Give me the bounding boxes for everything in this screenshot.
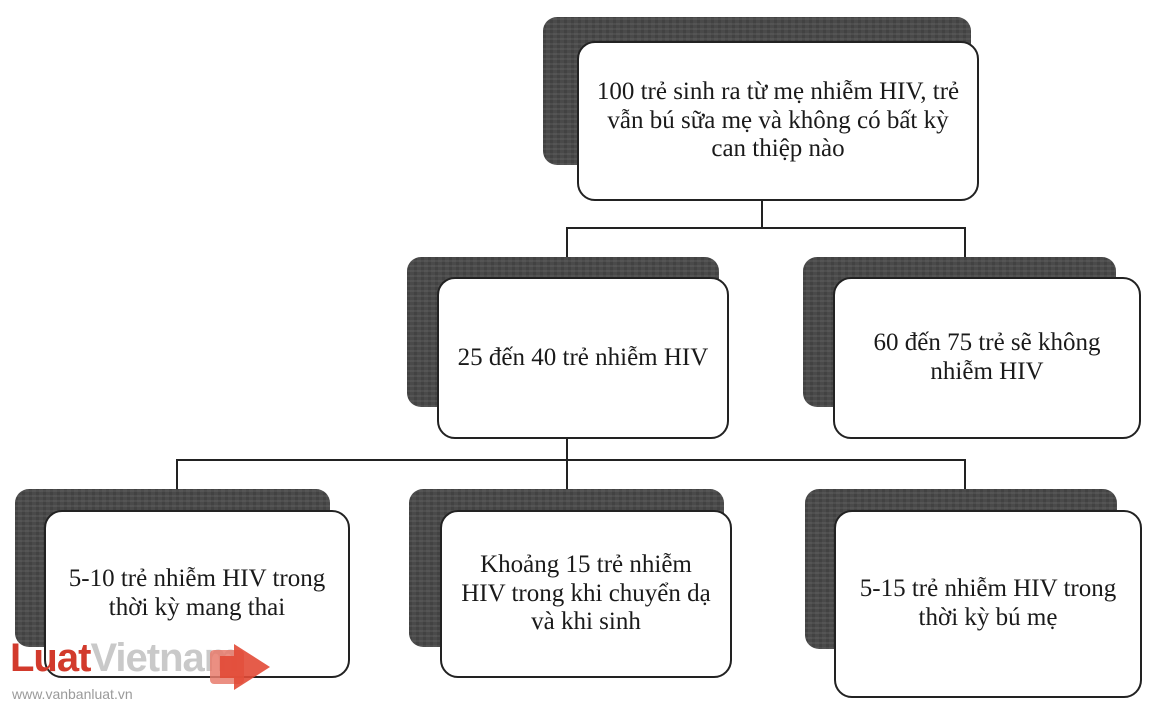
connector-to-breastfeeding xyxy=(964,459,966,511)
node-labor-label: Khoảng 15 trẻ nhiễm HIV trong khi chuyển… xyxy=(440,510,732,678)
node-root-label: 100 trẻ sinh ra từ mẹ nhiễm HIV, trẻ vẫn… xyxy=(577,41,979,201)
connector-to-not-infected xyxy=(964,227,966,277)
connector-to-pregnancy xyxy=(176,459,178,511)
connector-level1-horizontal xyxy=(566,227,966,229)
arrow-logo-icon xyxy=(210,644,270,690)
connector-root-down xyxy=(761,200,763,228)
connector-infected-down xyxy=(566,438,568,460)
watermark-brand: LuatVietnam xyxy=(10,636,239,680)
watermark-logo: LuatVietnam www.vanbanluat.vn xyxy=(8,636,278,708)
watermark-url: www.vanbanluat.vn xyxy=(12,686,133,702)
node-breastfeeding-label: 5-15 trẻ nhiễm HIV trong thời kỳ bú mẹ xyxy=(834,510,1142,698)
connector-to-labor xyxy=(566,459,568,511)
connector-to-infected xyxy=(566,227,568,277)
node-infected-label: 25 đến 40 trẻ nhiễm HIV xyxy=(437,277,729,439)
node-pregnancy-label: 5-10 trẻ nhiễm HIV trong thời kỳ mang th… xyxy=(44,510,350,678)
connector-level2-horizontal xyxy=(176,459,964,461)
node-not-infected-label: 60 đến 75 trẻ sẽ không nhiễm HIV xyxy=(833,277,1141,439)
